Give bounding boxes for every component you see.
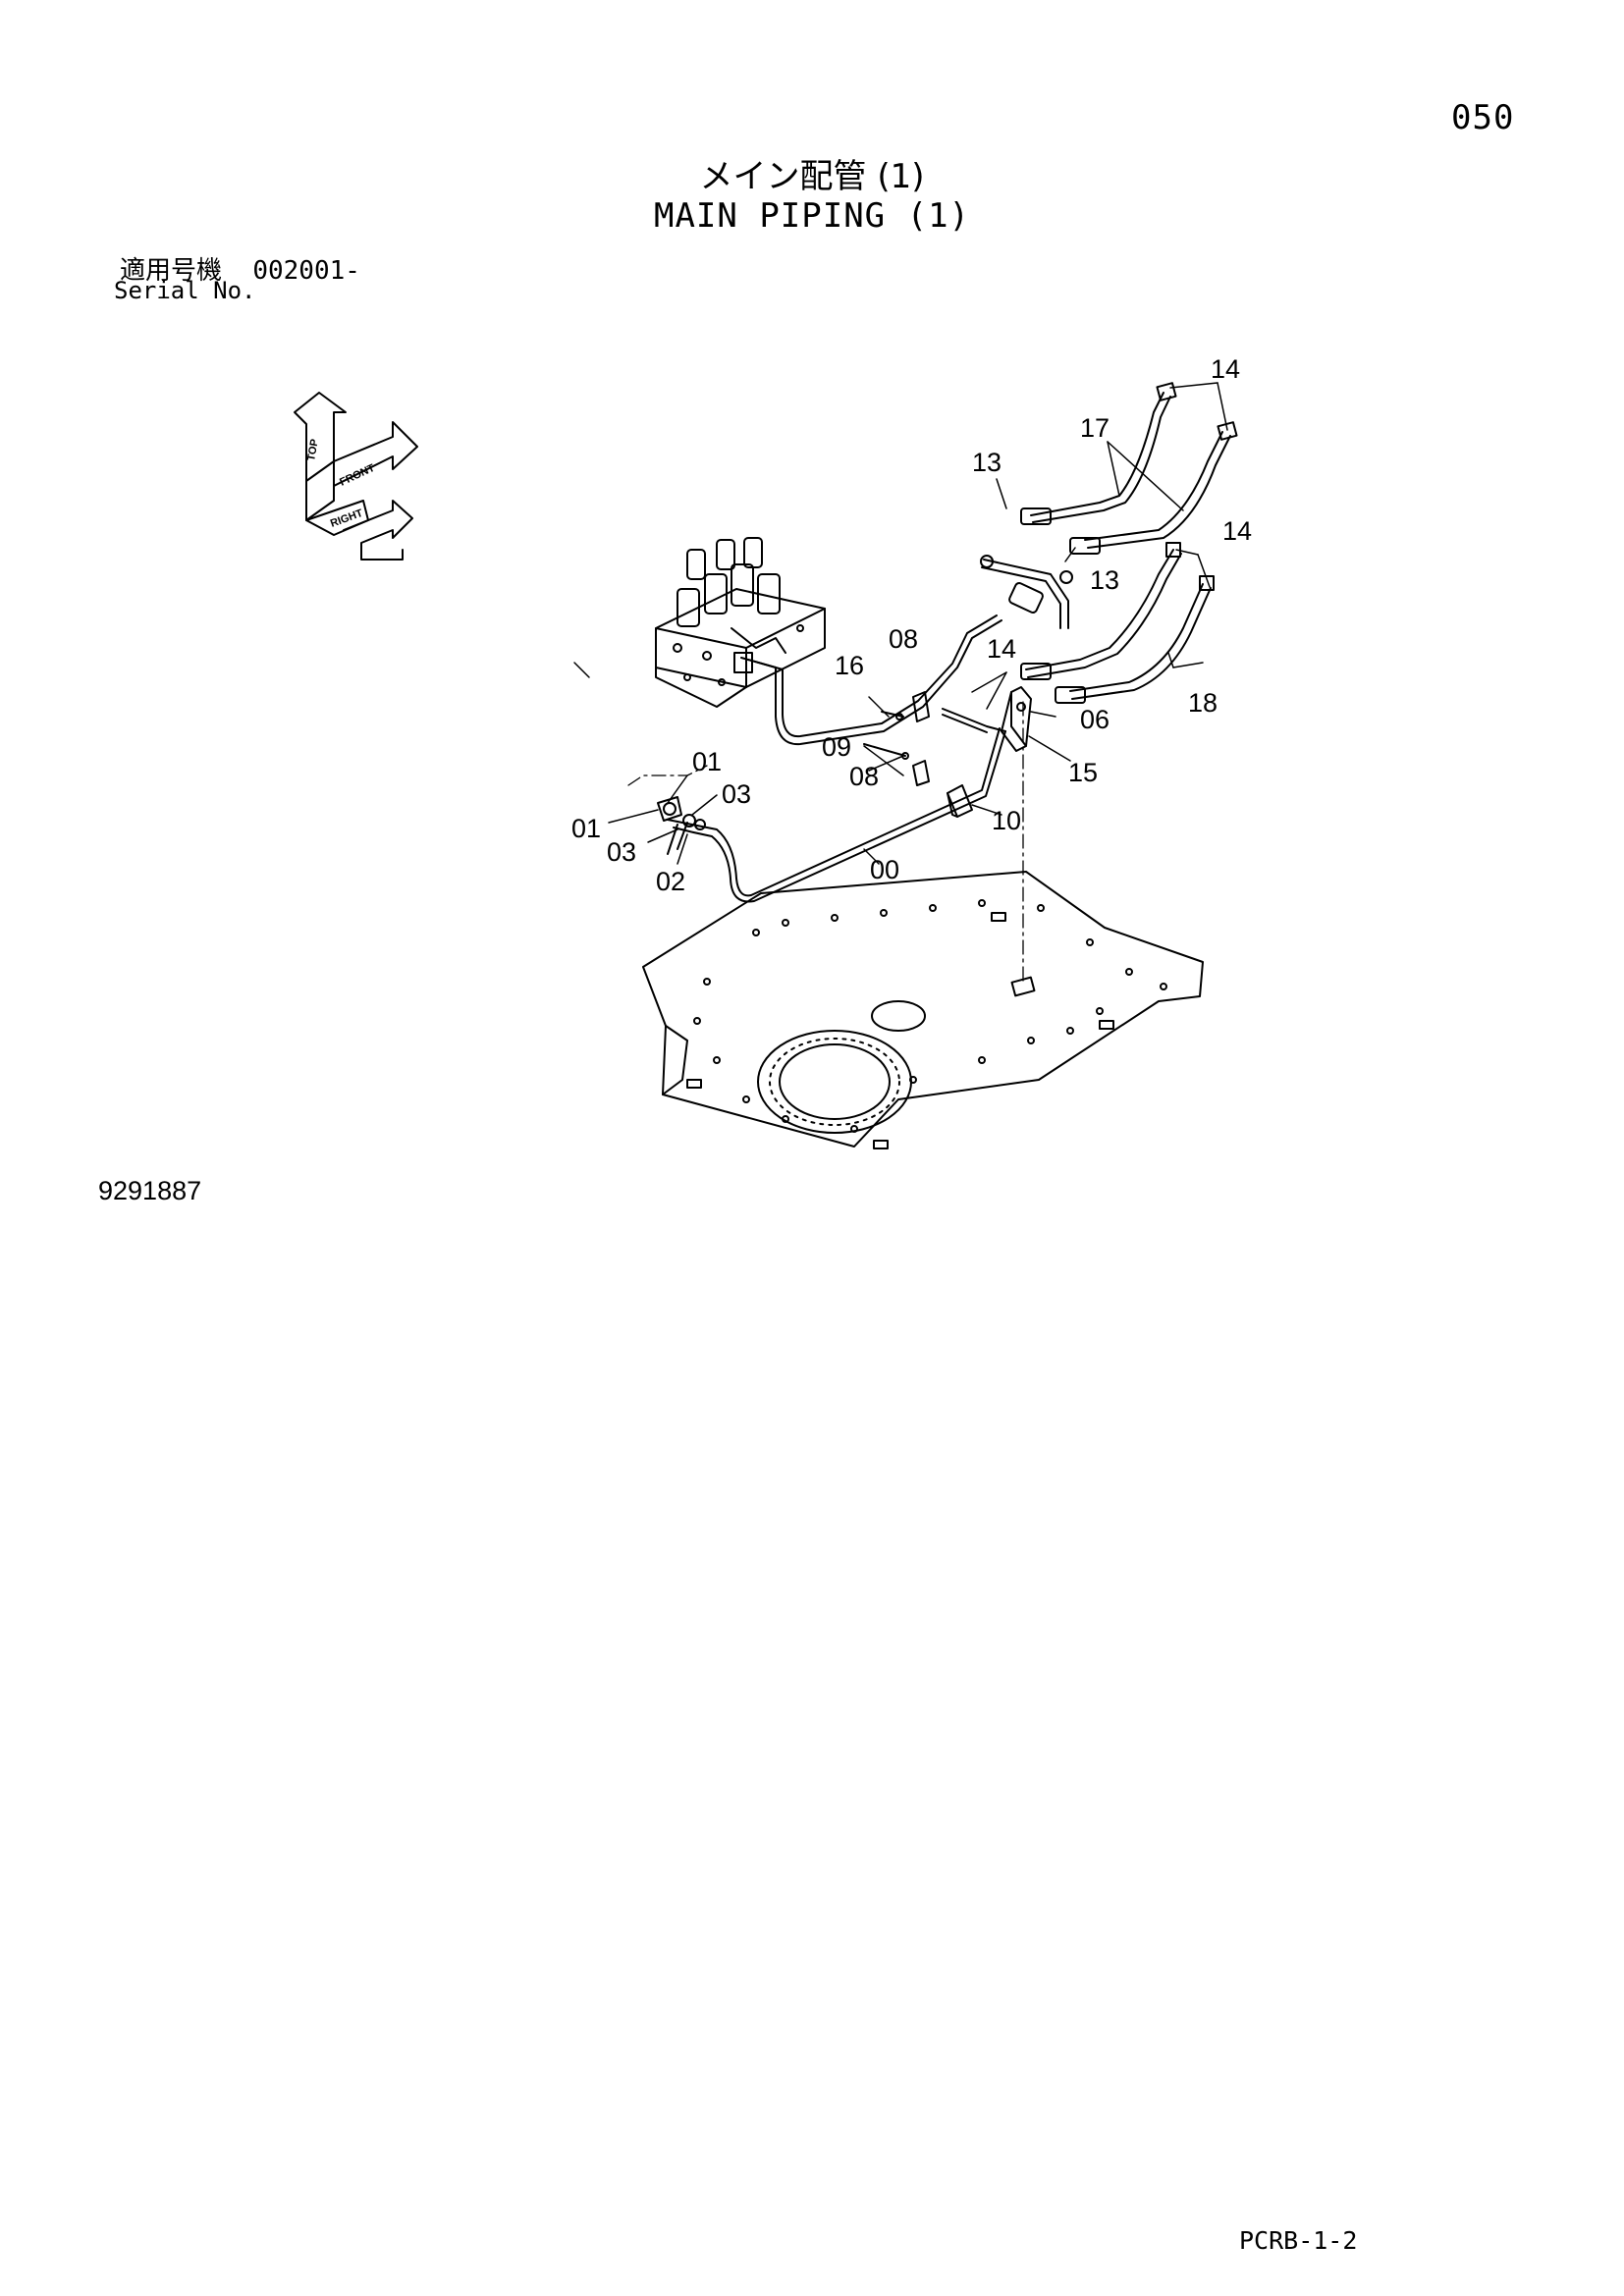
bracket-15 xyxy=(1001,686,1032,752)
callout-16: 16 xyxy=(835,651,864,680)
clamps xyxy=(863,691,973,818)
callout-09: 09 xyxy=(822,732,851,762)
control-valve-block xyxy=(655,537,826,708)
callout-06: 06 xyxy=(1080,705,1110,734)
orient-arrow-front xyxy=(333,421,418,487)
serial-value: 002001- xyxy=(252,256,360,286)
orient-box-side xyxy=(305,460,335,521)
callout-13-upper: 13 xyxy=(972,448,1001,477)
callout-08-lower: 08 xyxy=(849,762,879,791)
orient-arrow-top xyxy=(294,392,347,482)
callout-17: 17 xyxy=(1080,413,1110,443)
title-english: MAIN PIPING (1) xyxy=(653,196,971,236)
callout-03-upper: 03 xyxy=(722,779,751,809)
upper-frame-plate xyxy=(642,871,1204,1149)
diagram-number: 9291887 xyxy=(98,1176,202,1205)
serial-label-japanese: 適用号機 xyxy=(120,256,223,286)
callout-14-top: 14 xyxy=(1211,354,1240,384)
serial-label-english: Serial No. xyxy=(114,277,256,304)
alignment-lines xyxy=(627,701,1024,983)
callout-14-right: 14 xyxy=(1222,516,1252,546)
leader-lines xyxy=(573,382,1228,865)
page-number: 050 xyxy=(1451,98,1515,137)
callout-15: 15 xyxy=(1068,758,1098,787)
callout-01-lower: 01 xyxy=(571,814,601,843)
callout-01-upper: 01 xyxy=(692,747,722,776)
callout-03-lower: 03 xyxy=(607,837,636,867)
callout-labels: 14 17 13 14 13 08 14 16 18 06 09 01 15 0… xyxy=(571,354,1252,896)
callout-13-lower: 13 xyxy=(1090,565,1119,595)
reference-code: PCRB-1-2 xyxy=(1239,2226,1358,2255)
orient-label-top: TOP xyxy=(305,438,321,461)
hose-17-pair xyxy=(1020,382,1238,555)
callout-02: 02 xyxy=(656,867,685,896)
callout-18: 18 xyxy=(1188,688,1218,718)
callout-10: 10 xyxy=(992,806,1021,835)
orient-arrow-right xyxy=(343,500,413,561)
orientation-indicator: TOP FRONT RIGHT xyxy=(294,392,418,561)
upper-tube xyxy=(980,555,1073,629)
hose-18-pair xyxy=(1020,542,1215,704)
callout-00: 00 xyxy=(870,855,899,884)
callout-14-middle: 14 xyxy=(987,634,1016,664)
callout-08-upper: 08 xyxy=(889,624,918,654)
serial-row: 適用号機 002001- xyxy=(120,250,360,287)
orient-label-front: FRONT xyxy=(338,462,377,489)
title-japanese: メイン配管 (1) xyxy=(699,157,925,196)
